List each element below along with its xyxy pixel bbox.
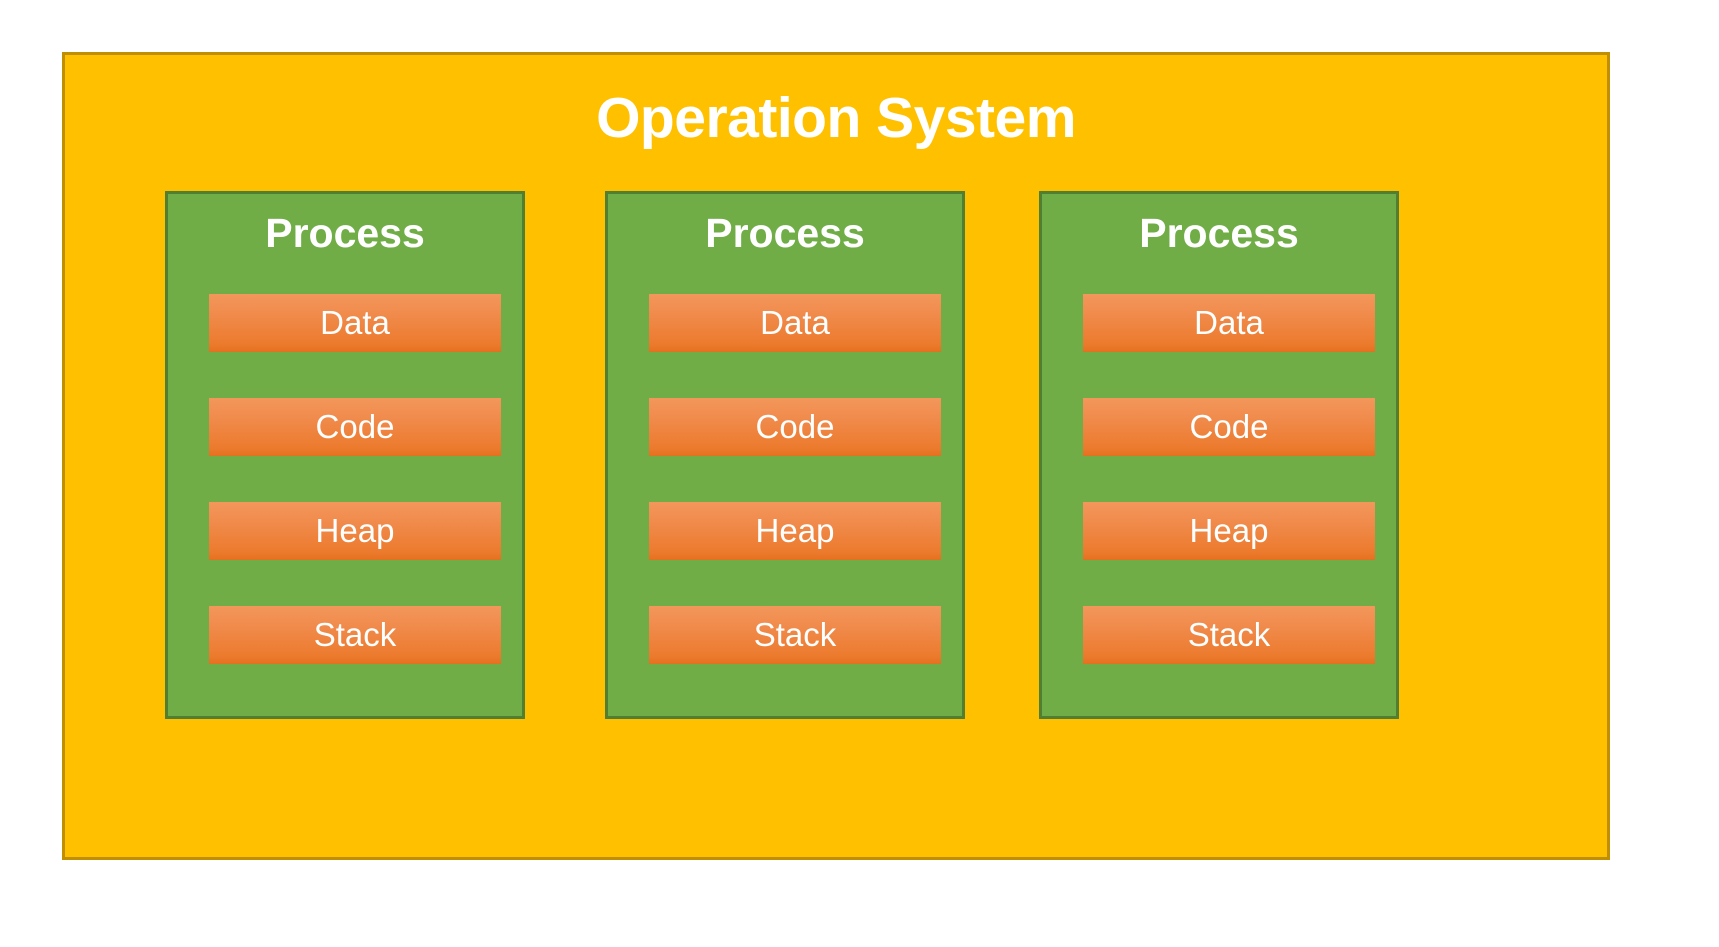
process-box-1[interactable]: Process Data Code Heap Stack <box>165 191 525 719</box>
segment-stack-2[interactable]: Stack <box>649 606 941 664</box>
segment-data-3[interactable]: Data <box>1083 294 1375 352</box>
process-title-2: Process <box>705 210 865 256</box>
segment-heap-1[interactable]: Heap <box>209 502 501 560</box>
process-segments-2: Data Code Heap Stack <box>608 294 962 714</box>
segment-code-1[interactable]: Code <box>209 398 501 456</box>
segment-data-1[interactable]: Data <box>209 294 501 352</box>
segment-stack-1[interactable]: Stack <box>209 606 501 664</box>
process-box-3[interactable]: Process Data Code Heap Stack <box>1039 191 1399 719</box>
segment-heap-2[interactable]: Heap <box>649 502 941 560</box>
process-box-2[interactable]: Process Data Code Heap Stack <box>605 191 965 719</box>
segment-data-2[interactable]: Data <box>649 294 941 352</box>
process-segments-1: Data Code Heap Stack <box>168 294 522 714</box>
segment-code-2[interactable]: Code <box>649 398 941 456</box>
operation-system-container: Operation System Process Data Code Heap … <box>62 52 1610 860</box>
process-row: Process Data Code Heap Stack Process Dat… <box>65 191 1607 721</box>
segment-heap-3[interactable]: Heap <box>1083 502 1375 560</box>
segment-stack-3[interactable]: Stack <box>1083 606 1375 664</box>
process-segments-3: Data Code Heap Stack <box>1042 294 1396 714</box>
segment-code-3[interactable]: Code <box>1083 398 1375 456</box>
process-title-1: Process <box>265 210 425 256</box>
process-title-3: Process <box>1139 210 1299 256</box>
operation-system-title: Operation System <box>596 86 1076 150</box>
